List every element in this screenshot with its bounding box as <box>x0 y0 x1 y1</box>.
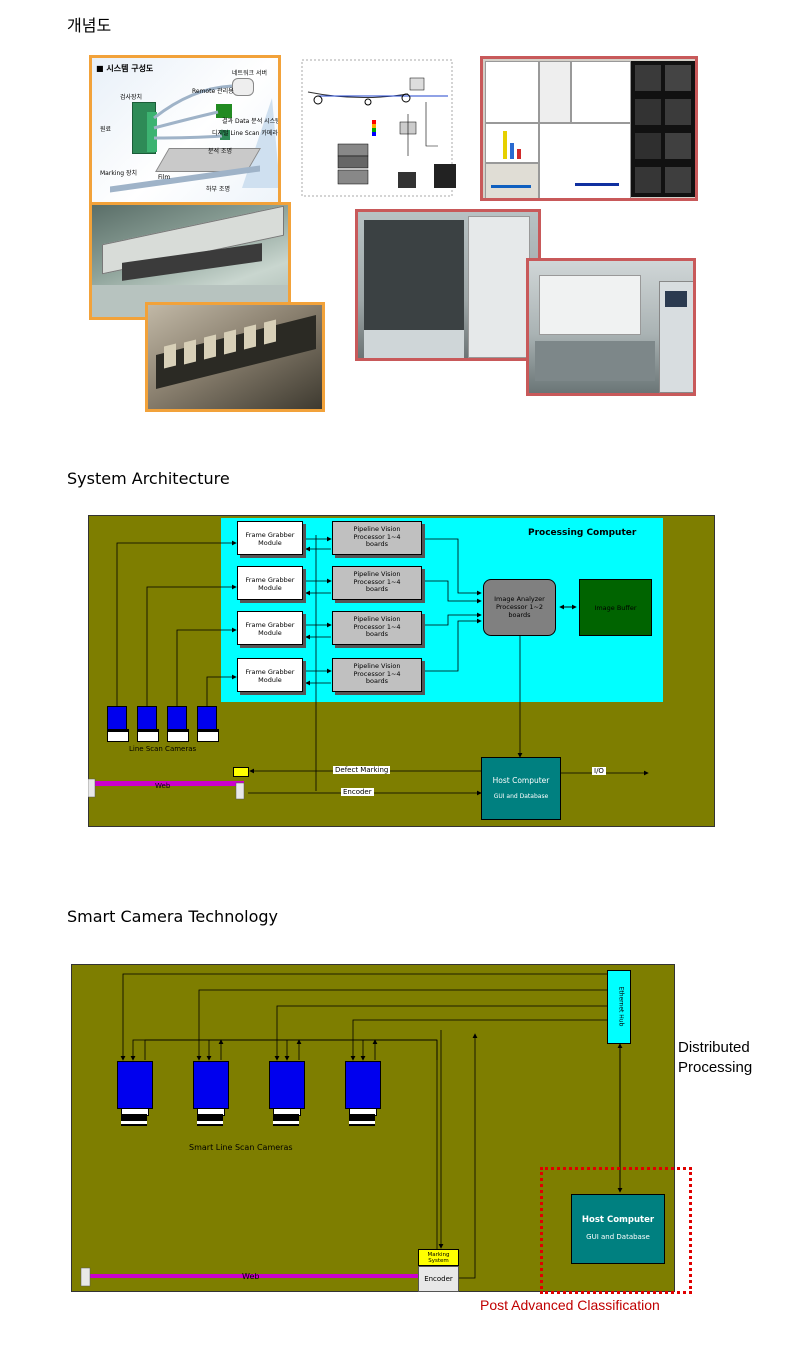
line-scan-cameras-label: Line Scan Cameras <box>129 745 197 753</box>
post-classification-highlight <box>540 1167 692 1294</box>
schematic-image <box>298 56 468 200</box>
smart-camera-heading: Smart Camera Technology <box>67 907 278 926</box>
production-line-photo <box>526 258 696 396</box>
ethernet-hub: Ethernet Hub <box>607 970 631 1044</box>
software-screenshot-image <box>480 56 698 201</box>
pipeline-processor-3: Pipeline Vision Processor 1~4 boards <box>332 611 422 645</box>
line-scan-camera-4 <box>197 706 217 730</box>
concept-diagram-image: ■ 시스템 구성도 네트워크 서버 Remote 관리용 검사장치 원료 결과 … <box>89 55 281 205</box>
encoder-label: Encoder <box>341 788 374 796</box>
defect-marking-label: Defect Marking <box>333 766 391 774</box>
host-computer-architecture: Host Computer GUI and Database <box>481 757 561 820</box>
architecture-heading: System Architecture <box>67 469 230 488</box>
io-label: I/O <box>592 767 606 775</box>
smart-web-label: Web <box>242 1272 260 1281</box>
image-buffer: Image Buffer <box>579 579 652 636</box>
processing-computer-label: Processing Computer <box>528 528 637 538</box>
line-scan-camera-3 <box>167 706 187 730</box>
post-advanced-classification-label: Post Advanced Classification <box>480 1297 660 1313</box>
inspection-cabinet-photo <box>355 209 541 361</box>
distributed-processing-label: Distributed Processing <box>678 1039 753 1076</box>
marking-system: Marking System <box>418 1249 459 1266</box>
smart-cameras-label: Smart Line Scan Cameras <box>189 1143 293 1152</box>
host-computer-smart: Host Computer GUI and Database <box>571 1194 665 1264</box>
smart-camera-2 <box>193 1061 229 1109</box>
defect-marker <box>233 767 249 777</box>
smart-camera-connectors <box>80 973 623 1287</box>
frame-grabber-3: Frame Grabber Module <box>237 611 303 645</box>
lighting-closeup-photo <box>145 302 325 412</box>
web-line <box>94 781 244 786</box>
web-label: Web <box>155 782 171 790</box>
frame-grabber-1: Frame Grabber Module <box>237 521 303 555</box>
pipeline-processor-1: Pipeline Vision Processor 1~4 boards <box>332 521 422 555</box>
image-analyzer-processor: Image Analyzer Processor 1~2 boards <box>483 579 556 636</box>
line-scan-camera-2 <box>137 706 157 730</box>
smart-camera-1 <box>117 1061 153 1109</box>
encoder-box: Encoder <box>418 1266 459 1292</box>
line-scan-camera-1 <box>107 706 127 730</box>
frame-grabber-2: Frame Grabber Module <box>237 566 303 600</box>
concept-heading: 개념도 <box>67 16 112 35</box>
pipeline-processor-2: Pipeline Vision Processor 1~4 boards <box>332 566 422 600</box>
smart-web-line <box>89 1274 419 1278</box>
concept-diagram-title: ■ 시스템 구성도 <box>96 64 154 73</box>
frame-grabber-4: Frame Grabber Module <box>237 658 303 692</box>
smart-camera-3 <box>269 1061 305 1109</box>
smart-camera-4 <box>345 1061 381 1109</box>
pipeline-processor-4: Pipeline Vision Processor 1~4 boards <box>332 658 422 692</box>
